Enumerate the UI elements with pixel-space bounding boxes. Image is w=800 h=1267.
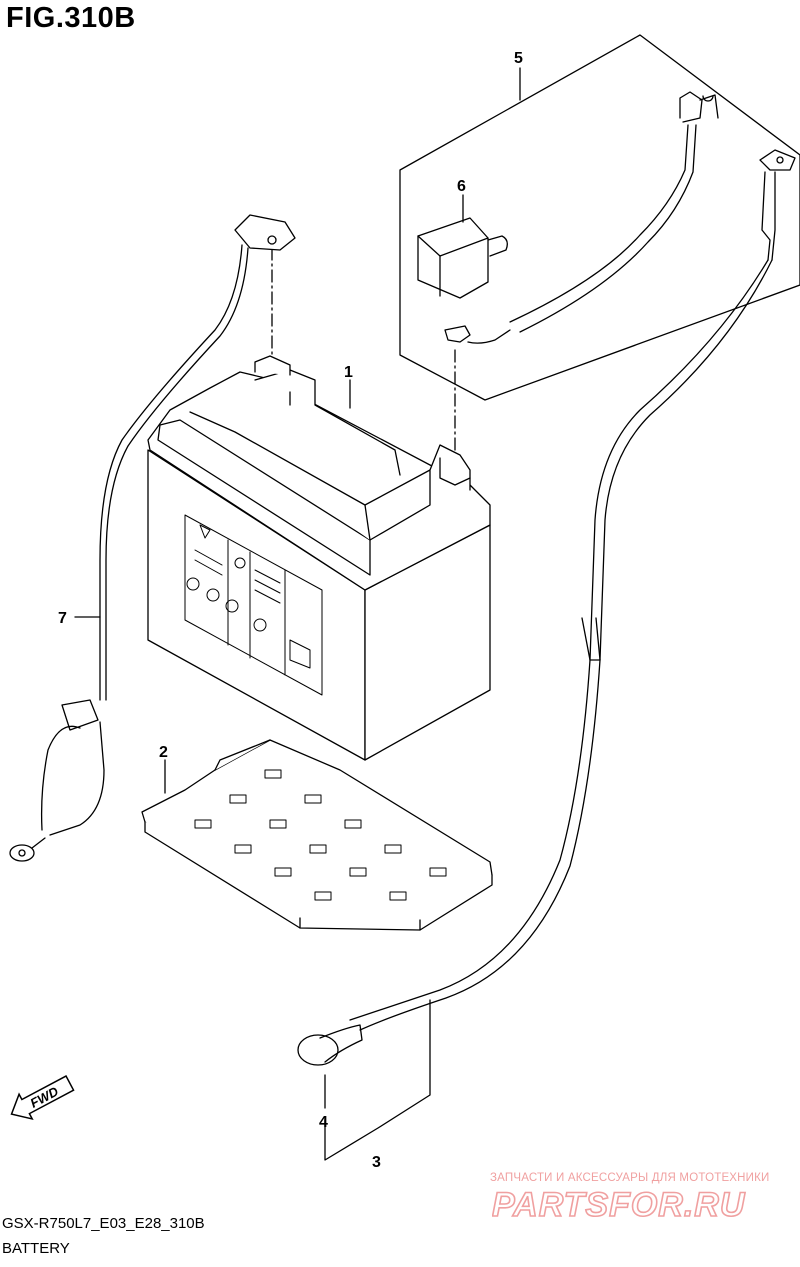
callout-5: 5 (514, 50, 523, 67)
watermark-logo: PARTSFOR.RU (492, 1185, 746, 1224)
callout-6: 6 (457, 178, 466, 195)
watermark-logo-text: PARTSFOR.RU (492, 1186, 746, 1224)
battery-tray-part-2 (141, 739, 493, 931)
figure-title: FIG.310B (6, 2, 136, 34)
cable-set-frame (399, 34, 800, 401)
terminal-cover-part-6 (417, 217, 508, 299)
negative-cable-part-7 (9, 214, 296, 862)
callout-3: 3 (372, 1154, 381, 1171)
section-name: BATTERY (2, 1240, 70, 1257)
leader-line-3 (324, 999, 431, 1161)
callout-7: 7 (58, 610, 67, 627)
fwd-arrow-icon: FWD (10, 1075, 75, 1121)
battery-tray-slots (194, 769, 447, 901)
watermark-caption: ЗАПЧАСТИ И АКСЕССУАРЫ ДЛЯ МОТОТЕХНИКИ (490, 1172, 770, 1184)
callout-2: 2 (159, 744, 168, 761)
callout-1: 1 (344, 364, 353, 381)
positive-cable (444, 91, 719, 344)
callout-4: 4 (319, 1114, 328, 1131)
battery-warning-label (184, 514, 323, 696)
ground-cable-part-3 (297, 149, 796, 1066)
model-code: GSX-R750L7_E03_E28_310B (2, 1215, 205, 1232)
